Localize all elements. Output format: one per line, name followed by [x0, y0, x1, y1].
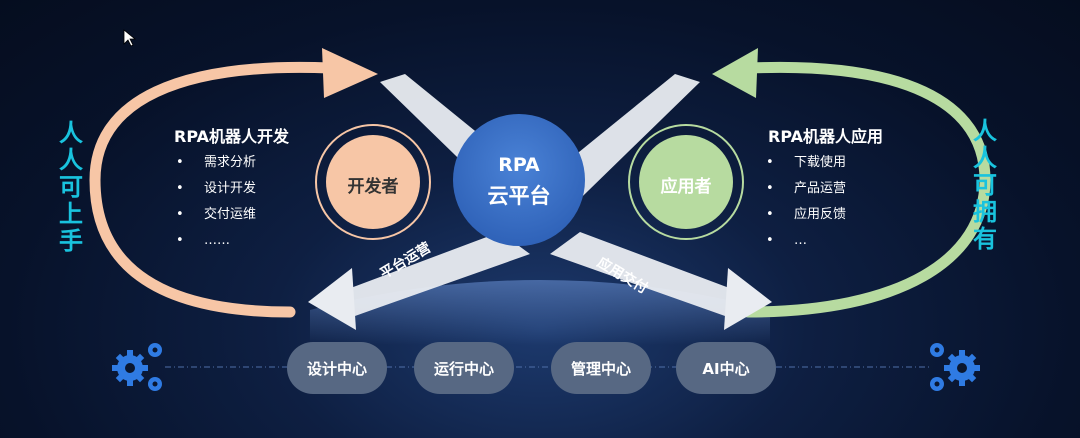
- center-pill-management[interactable]: 管理中心: [551, 342, 651, 394]
- user-label: 应用者: [660, 177, 712, 197]
- left-panel-title: RPA机器人开发: [174, 127, 289, 146]
- right-panel-list: 下载使用 产品运营 应用反馈 …: [766, 150, 846, 254]
- list-item: 下载使用: [766, 150, 846, 176]
- center-pill-runtime[interactable]: 运行中心: [414, 342, 514, 394]
- cursor-icon: [123, 29, 137, 47]
- right-slogan: 人 人 可 拥 有: [970, 118, 1000, 253]
- right-slogan-char: 人: [973, 117, 997, 145]
- right-panel-title: RPA机器人应用: [768, 127, 883, 146]
- right-slogan-char: 可: [973, 171, 997, 199]
- list-item: 交付运维: [176, 202, 256, 228]
- gears-icon-left: [112, 343, 162, 391]
- list-item: 产品运营: [766, 176, 846, 202]
- center-pill-design[interactable]: 设计中心: [287, 342, 387, 394]
- left-slogan: 人 人 可 上 手: [56, 120, 86, 255]
- list-item: 需求分析: [176, 150, 256, 176]
- gears-icon-right: [930, 343, 980, 391]
- user-ring: [628, 124, 744, 240]
- band-lower-right-arrowhead: [724, 268, 772, 330]
- band-lower-left-arrowhead: [308, 268, 356, 330]
- platform-label-line2: 云平台: [487, 184, 551, 208]
- left-panel-list: 需求分析 设计开发 交付运维 ……: [176, 150, 256, 254]
- right-slogan-char: 人: [973, 144, 997, 172]
- developer-ring: [315, 124, 431, 240]
- platform-circle: [453, 114, 585, 246]
- developer-label: 开发者: [347, 177, 399, 197]
- center-pill-ai[interactable]: AI中心: [676, 342, 776, 394]
- user-circle: [639, 135, 733, 229]
- left-slogan-char: 手: [59, 227, 83, 255]
- band-lower-left: [340, 232, 530, 316]
- green-arrowhead: [712, 48, 758, 98]
- left-slogan-char: 可: [59, 173, 83, 201]
- right-slogan-char: 有: [973, 225, 997, 253]
- light-beam: [310, 280, 770, 345]
- band-lower-right: [550, 232, 740, 316]
- left-slogan-char: 人: [59, 146, 83, 174]
- left-slogan-char: 上: [59, 200, 83, 228]
- right-slogan-char: 拥: [973, 198, 997, 226]
- platform-label-line1: RPA: [498, 154, 540, 176]
- list-item: …: [766, 228, 846, 254]
- developer-circle: [326, 135, 420, 229]
- peach-loop: [89, 61, 336, 318]
- peach-arrowhead: [322, 48, 378, 98]
- green-loop: [742, 61, 991, 318]
- list-item: 应用反馈: [766, 202, 846, 228]
- left-slogan-char: 人: [59, 119, 83, 147]
- list-item: 设计开发: [176, 176, 256, 202]
- list-item: ……: [176, 228, 256, 254]
